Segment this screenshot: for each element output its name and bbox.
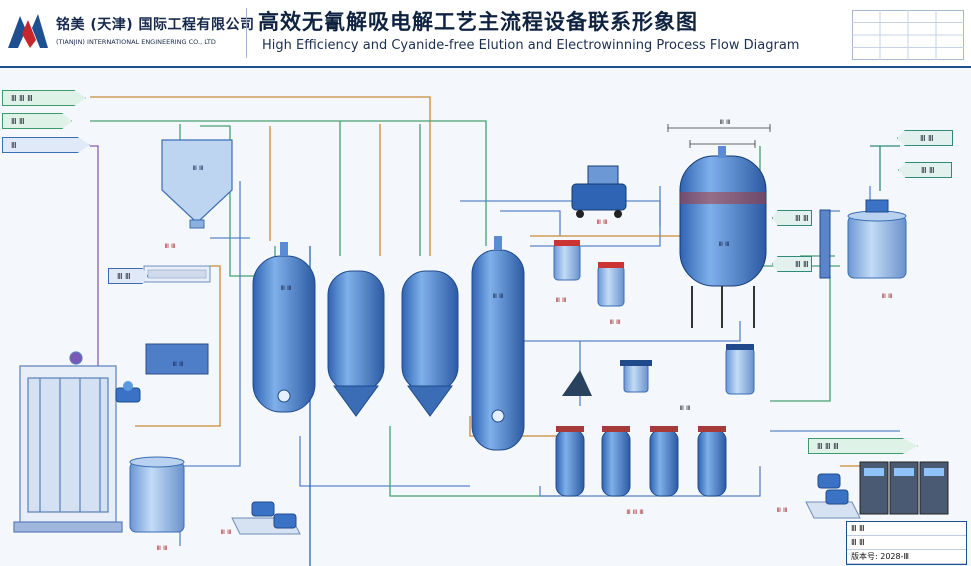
electrowinning-frame — [13, 351, 123, 533]
circulation-tank — [129, 456, 185, 533]
label-reactor: Ⅲ Ⅲ — [718, 240, 730, 248]
label-compressor: Ⅲ Ⅲ — [596, 218, 608, 226]
title-block-grid — [852, 10, 964, 60]
elution-column-2 — [327, 270, 385, 417]
elution-column-3 — [401, 270, 459, 417]
label-sump: Ⅲ Ⅲ — [172, 360, 184, 368]
label-product-row: Ⅲ Ⅲ — [679, 404, 691, 412]
tag-mid-3: Ⅲ Ⅲ — [108, 268, 148, 284]
title-en: High Efficiency and Cyanide-free Elution… — [262, 38, 800, 53]
tag-right-3: Ⅲ Ⅲ Ⅲ — [808, 438, 918, 454]
settling-tank — [725, 344, 755, 395]
label-column-4: Ⅲ Ⅲ — [492, 292, 504, 300]
label-circulation-tank: Ⅲ Ⅲ — [156, 544, 168, 552]
label-cell: Ⅲ Ⅲ — [776, 506, 788, 514]
title-block-row-3: 版本号: 2028-Ⅲ — [847, 550, 966, 564]
process-flow-diagram — [13, 96, 949, 566]
title-cn: 高效无氰解吸电解工艺主流程设备联系形象图 — [258, 10, 698, 34]
header-divider — [246, 8, 247, 58]
filter-column — [819, 209, 831, 279]
dimension-markers — [667, 124, 771, 148]
filter-unit — [143, 265, 211, 283]
control-cabinets — [859, 461, 949, 515]
label-dimensions: Ⅲ Ⅲ — [719, 118, 731, 126]
tag-right-1: Ⅲ Ⅲ — [897, 130, 953, 146]
pump-group-right — [805, 473, 861, 519]
small-tank-1 — [553, 240, 581, 281]
label-small-tank-2: Ⅲ Ⅲ — [609, 318, 621, 326]
tag-input-1: Ⅲ Ⅲ Ⅲ — [2, 90, 86, 106]
label-pump-station: Ⅲ Ⅲ — [164, 242, 176, 250]
elution-column-4 — [471, 236, 525, 451]
main-reactor — [679, 146, 767, 328]
label-further-tank: Ⅲ Ⅲ — [881, 292, 893, 300]
label-pump-bottom: Ⅲ Ⅲ — [220, 528, 232, 536]
bottle-row — [555, 426, 727, 497]
elution-column-1 — [252, 242, 316, 413]
header: 铭美 (天津) 国际工程有限公司 (TIANJIN) INTERNATIONAL… — [0, 0, 971, 68]
air-compressor — [571, 165, 627, 218]
label-small-tank-1: Ⅲ Ⅲ — [555, 296, 567, 304]
title-block-row-2: Ⅲ Ⅲ — [847, 536, 966, 550]
tag-mid-2: Ⅲ Ⅲ — [772, 256, 812, 272]
label-bottle-row: Ⅲ Ⅲ Ⅲ — [626, 508, 644, 516]
pump-small-left — [115, 381, 141, 403]
tag-input-3: Ⅲ — [2, 137, 90, 153]
pump-group-bottom — [231, 501, 301, 535]
title-block: Ⅲ Ⅲ Ⅲ Ⅲ 版本号: 2028-Ⅲ — [846, 521, 967, 565]
further-tank — [847, 199, 907, 279]
company-logo-icon — [8, 14, 48, 48]
tag-input-2: Ⅲ Ⅲ — [2, 113, 72, 129]
filter-vessel — [620, 360, 652, 393]
small-tank-2 — [597, 262, 625, 307]
label-column-1: Ⅲ Ⅲ — [280, 284, 292, 292]
tag-mid-1: Ⅲ Ⅲ — [772, 210, 812, 226]
label-feed-hopper: Ⅲ Ⅲ — [192, 164, 204, 172]
tag-right-2: Ⅲ Ⅲ — [898, 162, 952, 178]
company-name-en: (TIANJIN) INTERNATIONAL ENGINEERING CO.,… — [56, 38, 216, 46]
title-block-row-1: Ⅲ Ⅲ — [847, 522, 966, 536]
company-name-cn: 铭美 (天津) 国际工程有限公司 — [56, 17, 255, 33]
reagent-box — [145, 343, 209, 375]
sludge-pile — [562, 370, 592, 396]
feed-hopper — [161, 139, 233, 229]
